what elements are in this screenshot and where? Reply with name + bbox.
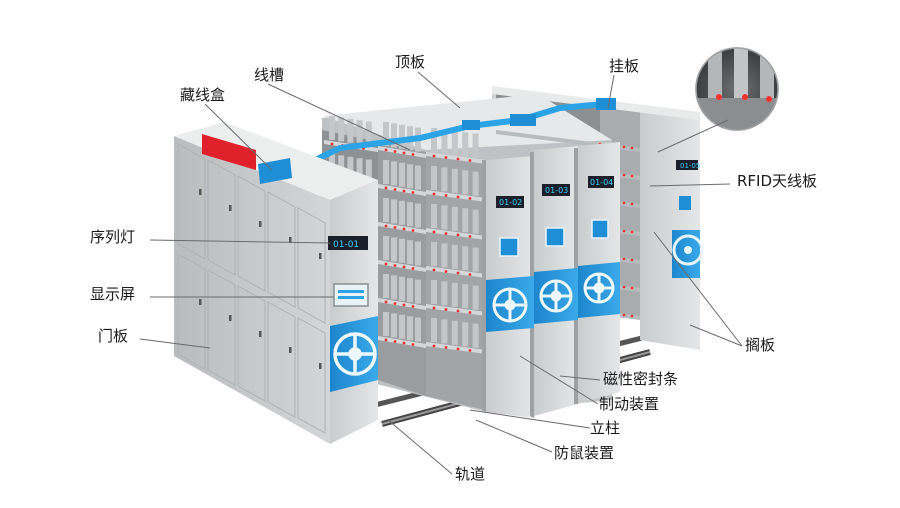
led-strip-icon [695, 47, 779, 131]
label-anti-rodent: 防鼠装置 [554, 444, 615, 462]
label-door-panel: 门板 [98, 327, 129, 345]
label-track: 轨道 [455, 465, 486, 483]
label-sequence-light: 序列灯 [90, 228, 136, 246]
label-cable-trough: 线槽 [254, 66, 285, 84]
handwheel-icon [492, 272, 615, 323]
label-display-screen: 显示屏 [90, 285, 136, 303]
sequence-light [328, 236, 368, 250]
leader-lines [139, 71, 743, 475]
rear-unit-screen: 01-05 [680, 162, 700, 170]
unit-3-screen: 01-04 [590, 178, 613, 187]
label-column: 立柱 [590, 419, 621, 437]
end-cabinet-unit: 01-01 [174, 122, 378, 444]
red-sign [202, 134, 256, 170]
label-brake-device: 制动装置 [599, 395, 660, 413]
mobile-cabinet-block: 01-02 01-03 01-04 [288, 94, 640, 418]
label-magnetic-seal: 磁性密封条 [603, 370, 679, 388]
unit-2-screen: 01-03 [545, 186, 568, 195]
handwheel-icon [333, 332, 377, 376]
end-unit-screen: 01-01 [333, 240, 359, 250]
label-shelf-board: 搁板 [745, 336, 776, 354]
display-screen [333, 283, 369, 307]
unit-1-screen: 01-02 [499, 198, 522, 207]
label-cable-box: 藏线盒 [180, 86, 226, 104]
label-rfid-board: RFID天线板 [737, 172, 818, 190]
label-hanging-panel: 挂板 [609, 57, 640, 75]
door-panels [177, 143, 326, 434]
label-top-panel: 顶板 [395, 53, 426, 71]
